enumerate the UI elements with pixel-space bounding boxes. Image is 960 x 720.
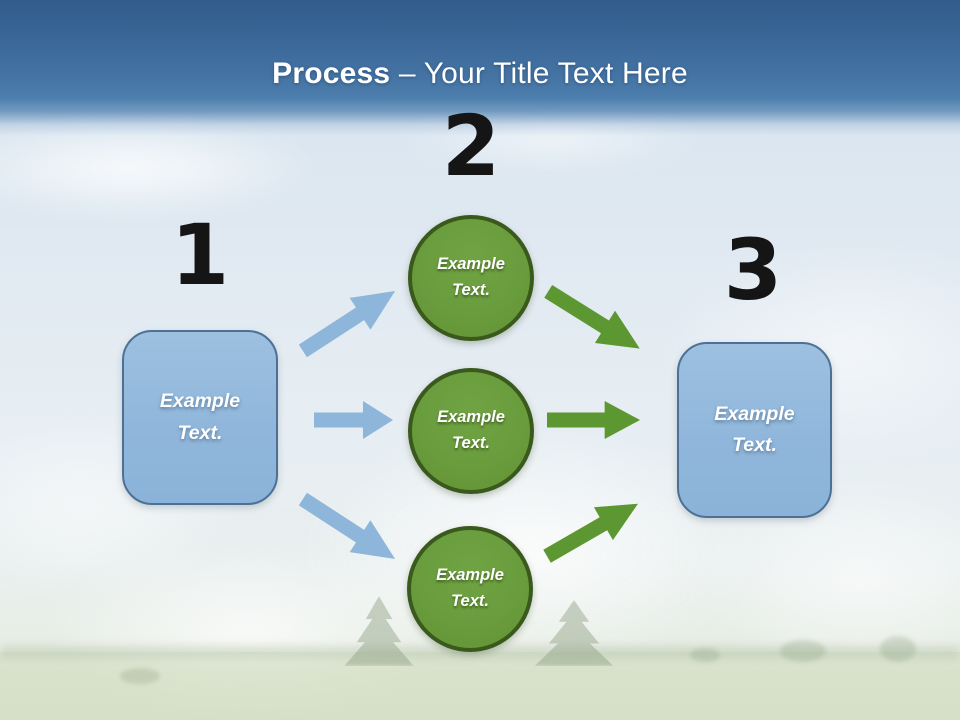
process-box-step1-label: Example Text. [159,390,241,444]
bush-decoration [690,648,720,662]
process-circle-top: Example Text. [408,215,534,341]
step-number-1: 1 [170,206,230,304]
arrow-green-up-icon [543,503,638,563]
title-banner: Process – Your Title Text Here [0,0,960,136]
process-circle-middle: Example Text. [408,368,534,494]
bush-decoration [120,668,160,684]
process-circle-middle-label: Example Text. [437,408,505,452]
slide-title: Process – Your Title Text Here [0,57,960,91]
arrow-green-middle-icon [547,401,640,439]
step-number-2: 2 [441,97,501,195]
arrow-green-down-icon [544,285,640,349]
process-box-step3: Example Text. [677,342,832,518]
arrow-blue-middle-icon [314,401,393,439]
process-circle-bottom-label: Example Text. [436,566,504,610]
slide-title-keyword: Process [272,57,391,90]
step-number-3: 3 [723,221,783,319]
bush-decoration [780,640,826,662]
arrow-blue-down-icon [298,492,396,559]
process-box-step1: Example Text. [122,330,278,505]
process-circle-top-label: Example Text. [437,255,505,299]
bush-decoration [880,636,916,662]
arrow-blue-up-icon [298,291,396,358]
process-box-step3-label: Example Text. [714,402,795,456]
slide-title-subtitle: – Your Title Text Here [390,57,688,90]
grass-field [0,652,960,720]
process-circle-bottom: Example Text. [407,526,533,652]
